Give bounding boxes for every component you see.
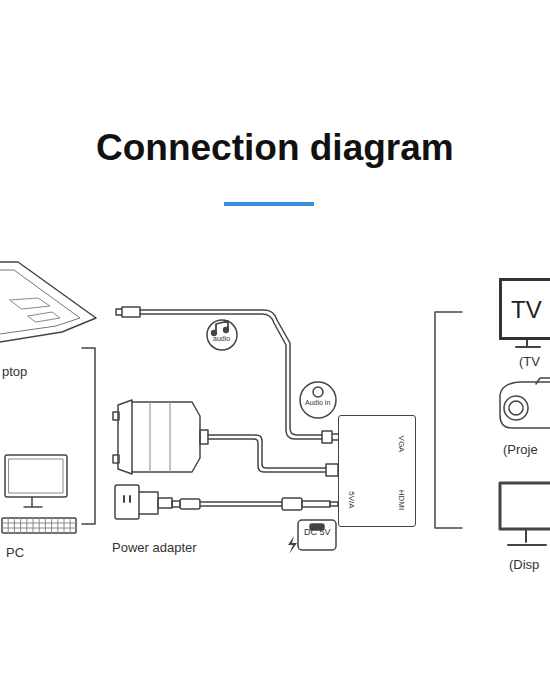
icon-label: audio [213,335,230,343]
device-label: (TV [519,355,540,369]
device-label: Power adapter [112,541,197,555]
audio-in-icon [300,382,336,418]
lightning-symbol [288,536,297,554]
tv-text: TV [511,298,542,322]
icon-label: Audio in [305,399,330,407]
display-illustration [500,483,550,545]
pc-illustration [2,455,76,533]
device-label: (Proje [503,443,538,457]
projector-illustration [500,378,550,428]
device-label: (Disp [509,558,539,572]
port-label: HDMI [397,490,405,510]
music-note [212,331,217,336]
port-label: DC 5V [304,528,331,538]
title-underline [224,202,314,206]
adapter-box: VGA HDMI 5V/A [338,415,416,527]
power-adapter-illustration [115,485,338,519]
music-note [224,328,229,333]
tv-stand [516,340,540,347]
tv-screen: TV [499,278,550,340]
music-note [216,321,228,333]
port-label: 5V/A [347,491,355,508]
port-label: VGA [397,436,405,453]
diagram-title: Connection diagram [96,128,454,169]
group-bracket [435,312,462,528]
laptop-illustration [0,262,96,342]
audio-jack [313,387,323,397]
device-label: PC [6,546,24,560]
group-bracket [82,348,95,524]
vga-cable [113,400,338,476]
audio-icon [207,320,237,350]
dc-port-box [298,520,336,550]
device-label: ptop [2,365,27,379]
